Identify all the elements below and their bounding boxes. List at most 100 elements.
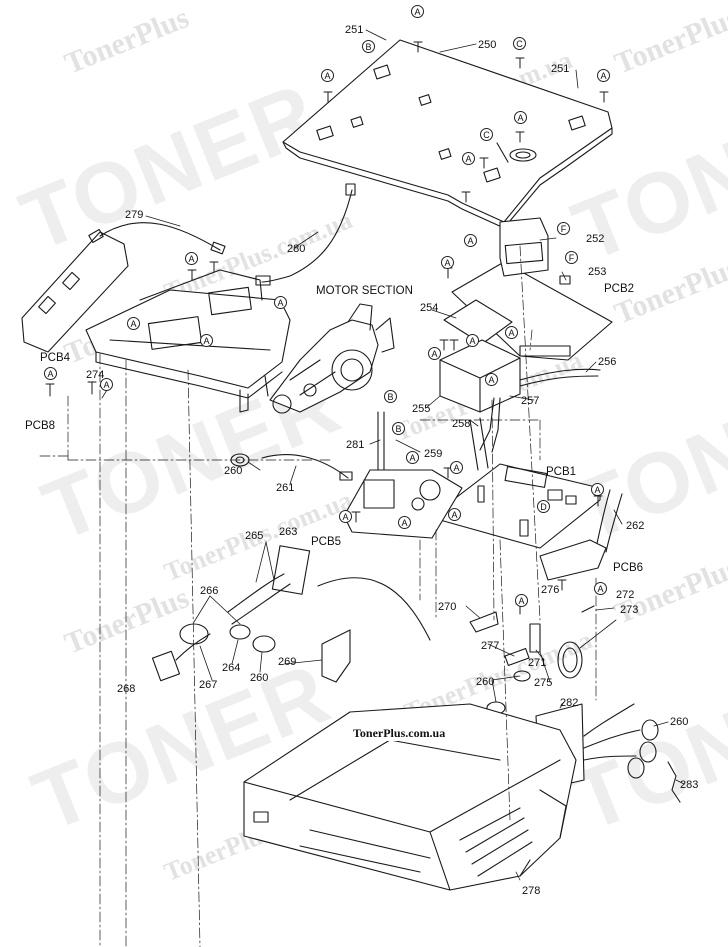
part-272 [581,605,595,613]
callout-c: C [480,128,493,141]
cable-279 [99,222,221,251]
part-label-258: 258 [452,418,471,430]
part-label-252: 252 [586,233,605,245]
part-label-282: 282 [560,697,579,709]
board-label-pcb1: PCB1 [546,466,577,478]
callout-a: A [591,483,604,496]
site-label: TonerPlus.com.ua [350,726,449,741]
part-label-278: 278 [522,885,541,897]
part-270 [469,611,499,633]
callout-a: A [398,516,411,529]
flat-cable-258 [469,417,489,471]
part-label-272: 272 [616,589,635,601]
part-label-257: 257 [521,395,540,407]
part-label-260: 260 [224,465,243,477]
callout-a: A [441,256,454,269]
cable-280 [261,189,353,283]
part-label-263: 263 [279,526,298,538]
callout-a: A [466,334,479,347]
motor-section-assembly [269,303,395,414]
part-label-262: 262 [626,520,645,532]
callout-a: A [514,111,527,124]
upper-frame-assembly [85,269,291,413]
part-label-265: 265 [245,530,264,542]
callout-a: A [274,296,287,309]
part-label-251: 251 [551,63,570,75]
callout-a: A [515,594,528,607]
part-label-281: 281 [346,439,365,451]
part-label-274: 274 [86,369,105,381]
callout-a: A [597,69,610,82]
part-label-254: 254 [420,302,439,314]
callout-a: A [406,451,419,464]
board-label-pcb8: PCB8 [25,420,56,432]
harness-assembly [151,545,311,682]
board-label-pcb2: PCB2 [604,283,635,295]
spacer-stack-281 [377,411,385,471]
part-label-277: 277 [481,640,500,652]
callout-a: A [462,152,475,165]
part-273 [557,641,583,679]
callout-a: A [127,317,140,330]
pcb6-board [539,539,607,581]
part-label-259: 259 [424,448,443,460]
cable-261 [261,454,349,479]
part-271 [529,623,541,653]
part-label-260: 260 [670,716,689,728]
callout-a: A [339,510,352,523]
callout-f: F [557,222,570,235]
board-label-pcb6: PCB6 [613,562,644,574]
cable-256 [519,368,601,381]
part-label-264: 264 [222,662,241,674]
top-cover-plate [282,39,613,229]
part-label-275: 275 [534,677,553,689]
callout-a: A [594,582,607,595]
callout-a: A [411,5,424,18]
part-label-256: 256 [598,356,617,368]
part-label-255: 255 [412,403,431,415]
arc-arrow [317,577,431,641]
callout-b: B [362,40,375,53]
callout-a: A [505,326,518,339]
callout-a: A [44,367,57,380]
part-label-269: 269 [278,656,297,668]
part-label-251: 251 [345,24,364,36]
callout-a: A [321,69,334,82]
part-label-279: 279 [125,209,144,221]
pcb5-board [343,469,463,539]
board-label-pcb4: PCB4 [40,352,71,364]
part-label-270: 270 [438,601,457,613]
callout-a: A [100,378,113,391]
motor-section-label: MOTOR SECTION [316,285,413,297]
part-label-267: 267 [199,679,218,691]
callout-c: C [513,37,526,50]
base-frame-assembly [243,703,577,891]
part-label-261: 261 [276,482,295,494]
callout-a: A [485,373,498,386]
callout-f: F [565,251,578,264]
spring-283 [667,761,681,803]
callout-a: A [450,461,463,474]
part-label-273: 273 [620,604,639,616]
callout-a: A [448,508,461,521]
callout-a: A [200,334,213,347]
callout-d: D [537,500,550,513]
part-label-280: 280 [287,243,306,255]
part-label-260: 260 [476,676,495,688]
callout-a: A [428,347,441,360]
pcb2-board [451,261,613,361]
part-label-268: 268 [117,683,136,695]
part-label-253: 253 [588,266,607,278]
bracket-269 [321,629,351,683]
part-label-271: 271 [528,657,547,669]
part-label-266: 266 [200,585,219,597]
callout-a: A [185,252,198,265]
part-label-260: 260 [250,672,269,684]
part-label-283: 283 [680,779,699,791]
part-277 [504,647,530,667]
part-label-276: 276 [541,584,560,596]
callout-b: B [392,422,405,435]
callout-b: B [384,390,397,403]
callout-a: A [464,234,477,247]
